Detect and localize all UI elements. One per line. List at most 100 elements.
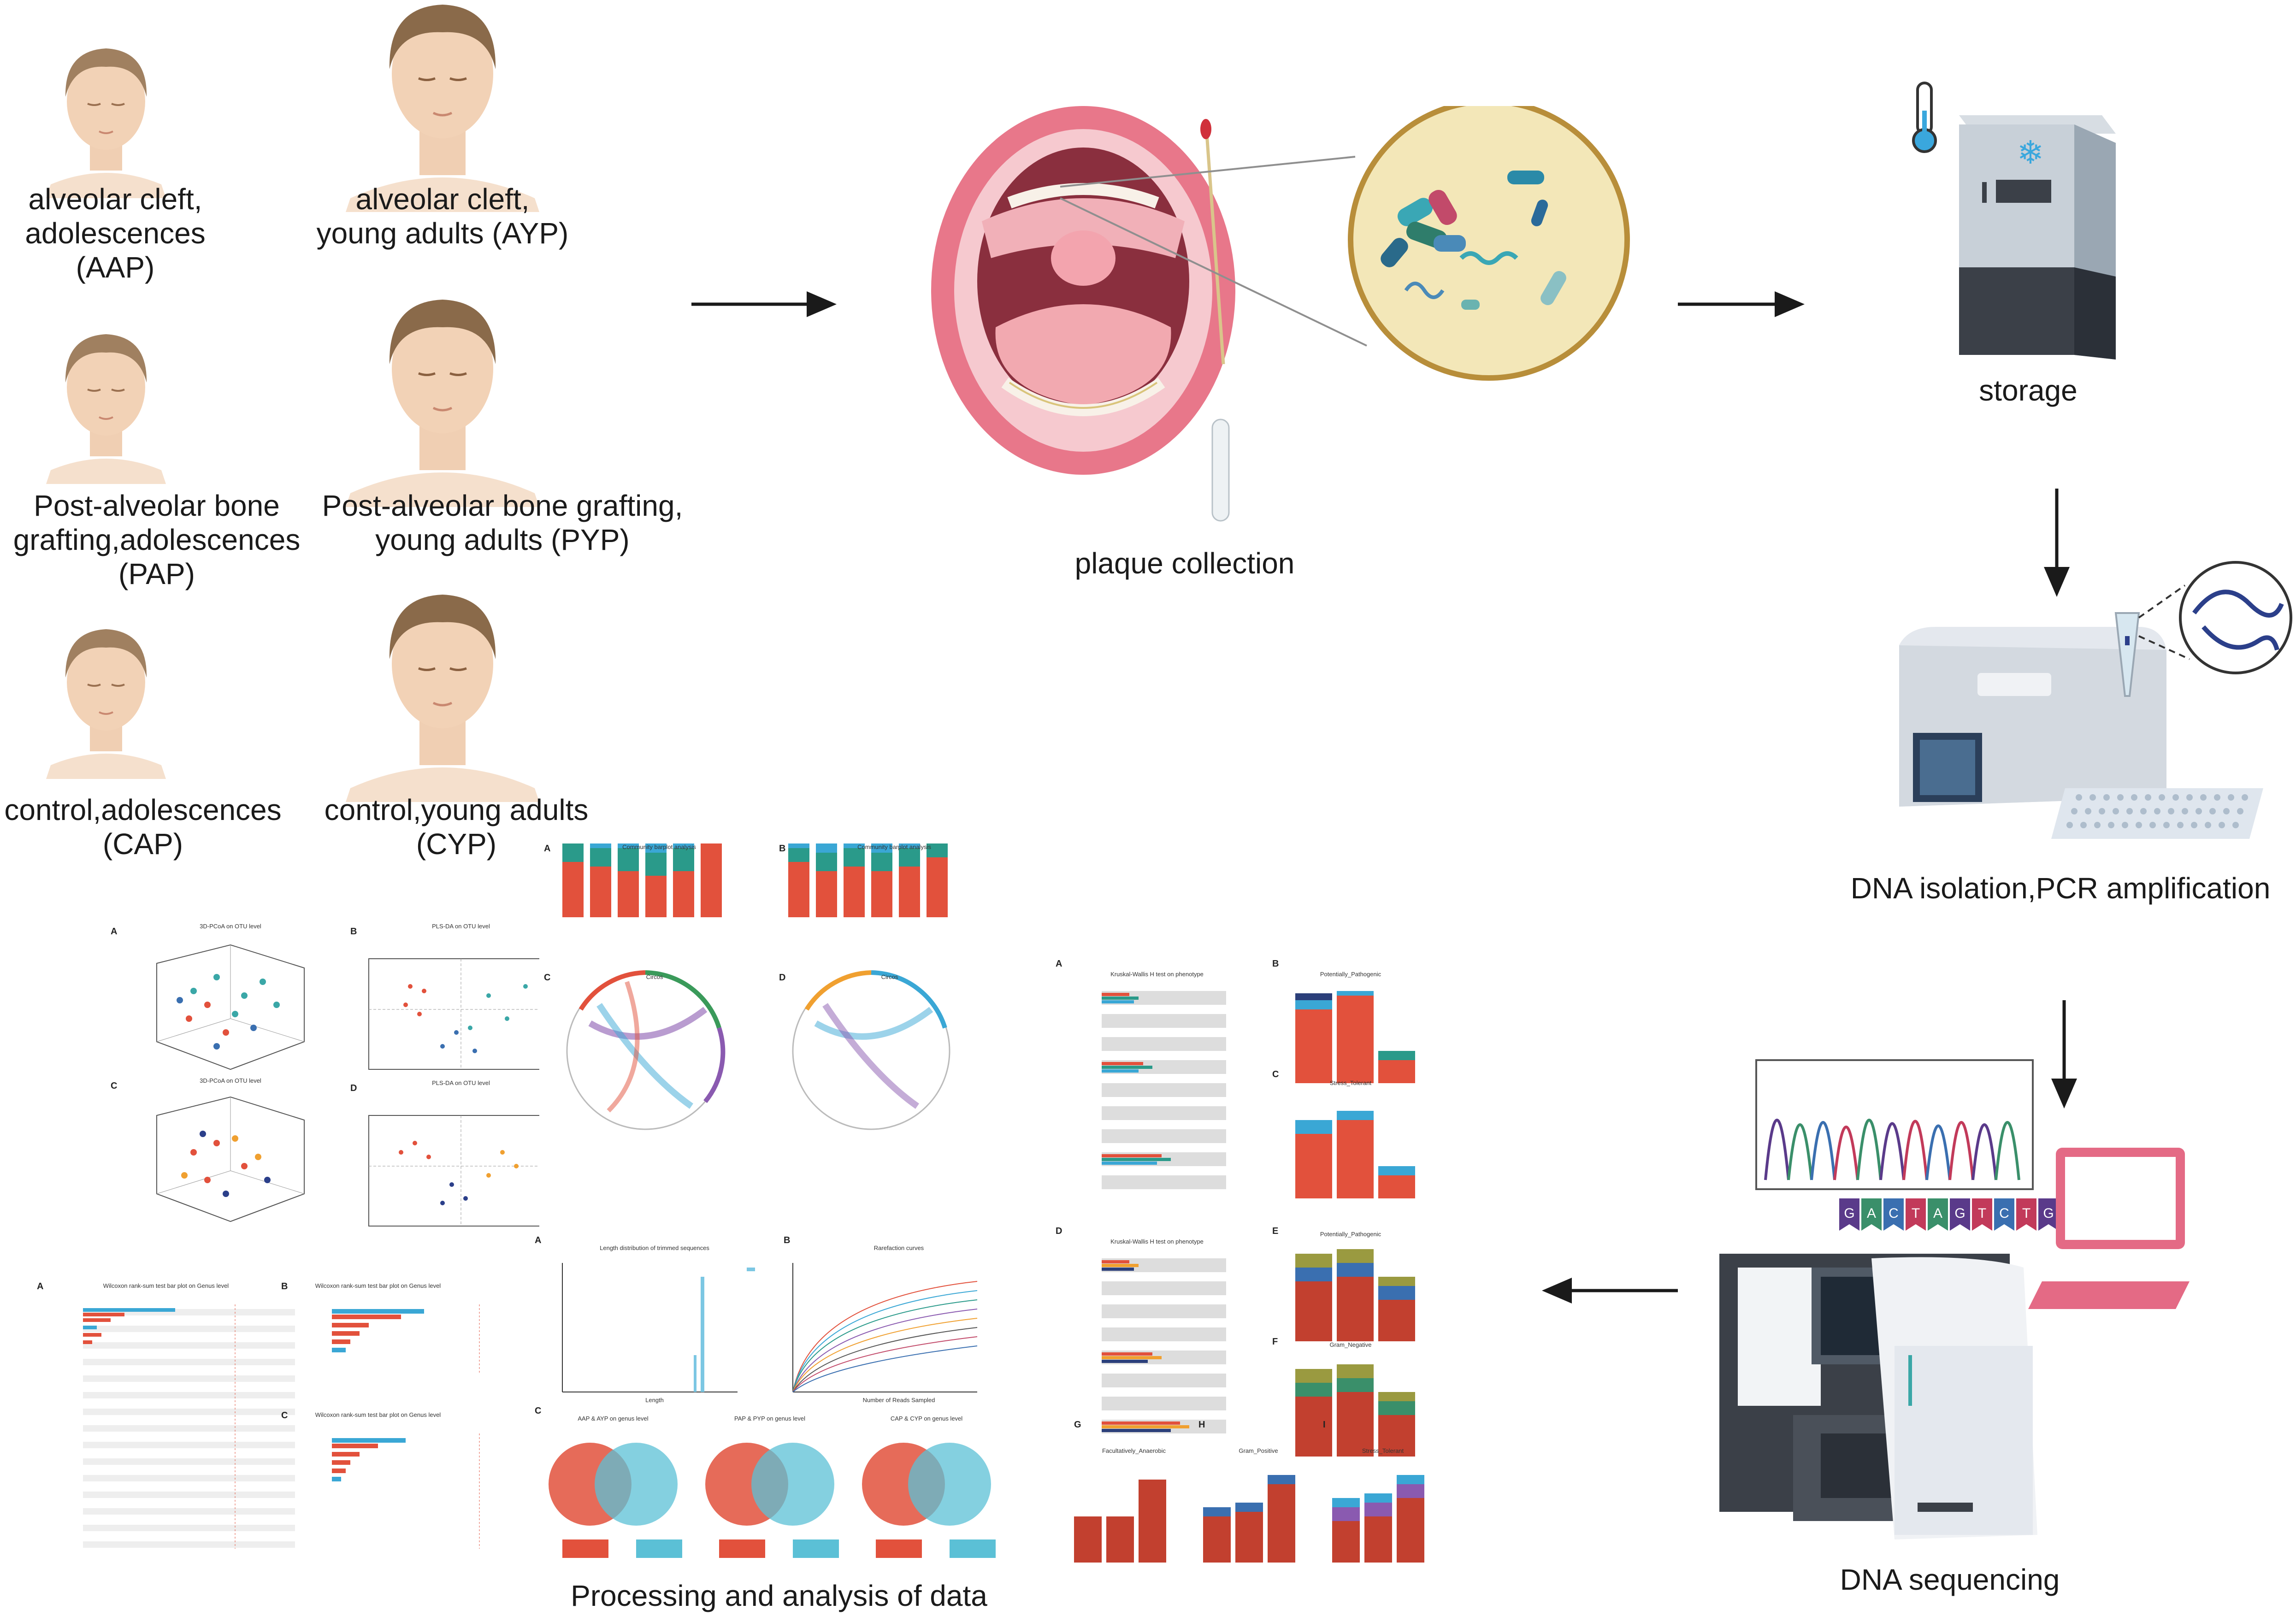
base-letter: A [1933, 1206, 1942, 1221]
subject-portraits [46, 5, 539, 802]
stacked-bars [562, 843, 722, 917]
panel-title: Stress_Tolerant [1362, 1447, 1404, 1454]
panel-title: Potentially_Pathogenic [1320, 971, 1381, 978]
panel-letter: B [1272, 959, 1279, 969]
label-line: (AAP) [76, 251, 155, 284]
adolescent-head-icon [46, 48, 166, 198]
label-cap: control,adolescences (CAP) [0, 793, 286, 861]
tube-icon [2114, 612, 2140, 697]
phenotype-plots [1074, 991, 1424, 1563]
panel-letter: A [544, 843, 551, 854]
label-line: alveolar cleft, [355, 183, 530, 216]
panel-title: Length distribution of trimmed sequences [600, 1244, 709, 1251]
base-tag: T [1972, 1198, 1992, 1231]
panel-letter: F [1272, 1337, 1278, 1347]
base-tag: G [1950, 1198, 1970, 1231]
panel-title: Gram_Positive [1239, 1447, 1278, 1454]
panel-letter: A [37, 1281, 44, 1292]
panel-title: Community barplot analysis [857, 843, 931, 850]
wilcoxon-figure: A Wilcoxon rank-sum test bar plot on Gen… [37, 1281, 562, 1567]
panel-title: AAP & AYP on genus level [578, 1415, 649, 1422]
label-line: (CYP) [416, 827, 497, 861]
phenotype-figure: A Kruskal-Wallis H test on phenotype B P… [1056, 959, 1461, 1563]
step-processing-analysis: Processing and analysis of data [571, 1579, 987, 1612]
base-letter: C [1889, 1206, 1899, 1221]
label-line: control,young adults [324, 793, 589, 826]
arrow-isolation-to-sequencing [2051, 1000, 2077, 1109]
panel-title: Community barplot analysis [622, 843, 696, 850]
base-tag: T [2016, 1198, 2036, 1231]
panel-title: PAP & PYP on genus level [734, 1415, 805, 1422]
community-plots [562, 843, 950, 1130]
plate-wells [2066, 794, 2248, 828]
base-tag: G [1839, 1198, 1859, 1231]
plaque-collection-illustration [931, 106, 1630, 522]
arrow-subjects-to-collection [691, 291, 837, 317]
base-tag: T [1906, 1198, 1926, 1231]
panel-title: CAP & CYP on genus level [890, 1415, 963, 1422]
ordination-plots [156, 944, 554, 1227]
panel-letter: I [1323, 1420, 1326, 1430]
panel-letter: H [1198, 1420, 1205, 1430]
sequence-qc-plots [549, 1263, 996, 1558]
step-plaque-collection: plaque collection [1074, 547, 1295, 580]
panel-title: Rarefaction curves [874, 1244, 924, 1251]
panel-title: Facultatively_Anaerobic [1102, 1447, 1166, 1454]
panel-title: Wilcoxon rank-sum test bar plot on Genus… [315, 1411, 441, 1418]
base-tag: G [2038, 1198, 2059, 1231]
label-cyp: control,young adults (CYP) [313, 793, 599, 861]
community-figure: A Community barplot analysis B Community… [539, 843, 991, 1258]
panel-title: Wilcoxon rank-sum test bar plot on Genus… [315, 1282, 441, 1289]
step-storage: storage [1979, 374, 2078, 407]
arrow-sequencing-to-analysis [1542, 1278, 1678, 1303]
adult-head-icon [346, 595, 539, 802]
panel-letter: A [111, 926, 118, 937]
panel-letter: A [1056, 959, 1062, 969]
label-line: Post-alveolar bone grafting, [322, 489, 683, 522]
panel-title: Wilcoxon rank-sum test bar plot on Genus… [103, 1282, 229, 1289]
label-line: young adults (AYP) [316, 217, 569, 250]
freezer-icon: ❄ [1912, 82, 2116, 360]
adult-head-icon [346, 300, 539, 507]
label-pyp: Post-alveolar bone grafting, young adult… [313, 489, 691, 557]
panel-letter: D [779, 973, 786, 983]
arrow-collection-to-storage [1678, 291, 1805, 317]
pcr-machine-icon [1899, 561, 2292, 839]
label-line: control,adolescences [4, 793, 282, 826]
adolescent-head-icon [46, 334, 166, 484]
base-tag: C [1883, 1198, 1904, 1231]
adult-head-icon [346, 5, 539, 212]
arrow-storage-to-isolation [2044, 489, 2070, 597]
step-dna-sequencing: DNA sequencing [1840, 1563, 2060, 1596]
label-line: young adults (PYP) [375, 523, 630, 556]
label-line: alveolar cleft, [28, 183, 202, 216]
base-tag: A [1928, 1198, 1948, 1231]
panel-letter: B [350, 926, 357, 937]
panel-title: PLS-DA on OTU level [432, 1079, 490, 1086]
panel-letter: B [281, 1281, 288, 1292]
base-letter: T [1978, 1206, 1986, 1221]
label-aap: alveolar cleft, adolescences (AAP) [18, 182, 212, 284]
open-mouth-icon [931, 106, 1235, 475]
microbes-magnifier-icon [1348, 106, 1630, 381]
panel-letter: C [1272, 1069, 1279, 1079]
svg-text:❄: ❄ [2017, 135, 2044, 171]
base-letter: T [1912, 1206, 1920, 1221]
axis-label: Number of Reads Sampled [862, 1397, 935, 1404]
panel-title: Gram_Negative [1329, 1341, 1372, 1348]
panel-letter: C [281, 1410, 288, 1421]
panel-letter: B [779, 843, 786, 854]
panel-letter: C [535, 1406, 542, 1416]
panel-title: Circos [646, 973, 663, 980]
axis-label: Length [645, 1397, 664, 1404]
panel-title: Kruskal-Wallis H test on phenotype [1110, 1238, 1204, 1245]
panel-title: Kruskal-Wallis H test on phenotype [1110, 971, 1204, 978]
base-letter: G [2043, 1206, 2054, 1221]
panel-title: PLS-DA on OTU level [432, 923, 490, 930]
base-letter: A [1867, 1206, 1876, 1221]
dna-helix-icon [2179, 561, 2292, 674]
label-line: (PAP) [118, 557, 195, 590]
